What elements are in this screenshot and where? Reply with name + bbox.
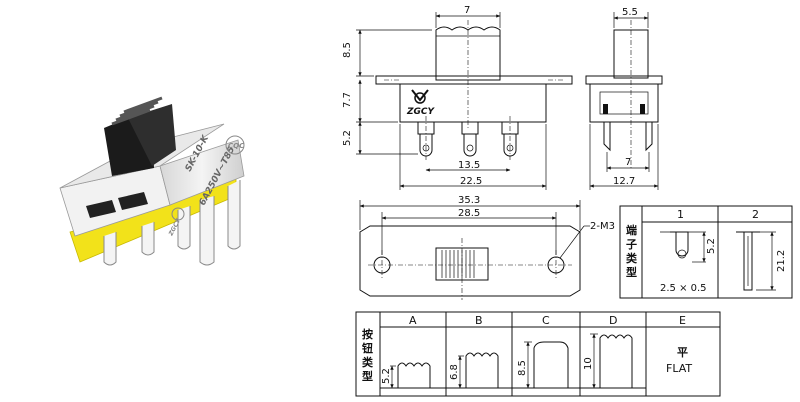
terminal-col1-header: 1 [677,208,684,221]
terminal-type-table [619,205,793,299]
front-view-dimensions: 7 8.5 7.7 5.2 13.5 22.5 [342,5,547,190]
button-title-1: 按 [362,327,373,341]
dim-body-width: 22.5 [460,176,482,187]
dim-knob-width: 7 [464,5,470,16]
top-view-dimensions: 35.3 28.5 2-M3 [359,195,615,259]
top-view-drawing [359,225,581,300]
button-title-2: 钮 [362,341,373,355]
dim-hole-pitch: 28.5 [458,208,480,219]
terminal-col1-dim: 5.2 [706,238,717,254]
terminal-title-2: 子 [626,238,637,251]
side-view-dimensions: 5.5 7 12.7 [589,7,659,190]
button-header-c: C [542,314,550,327]
terminal-title-3: 类 [626,251,638,265]
dim-mount-holes: 2-M3 [590,221,615,232]
dim-pin-length: 5.2 [342,130,353,146]
terminal-col2-dim: 21.2 [776,250,787,272]
drawing-brand-text: ZGCY [406,107,436,117]
button-type-table [355,311,721,397]
button-height-b: 6.8 [449,364,460,380]
dim-overall-length: 35.3 [458,195,480,206]
button-height-c: 8.5 [517,360,528,376]
terminal-col2-header: 2 [752,208,759,221]
side-view-drawing [585,20,663,170]
button-height-a: 5.2 [381,368,392,384]
dim-side-knob-width: 5.5 [622,7,638,18]
brand-logo [411,89,429,104]
button-title-3: 类 [362,355,374,369]
terminal-title-1: 端 [626,223,637,237]
button-flat-en: FLAT [666,362,692,375]
front-view-drawing: ZGCY [375,20,573,160]
dim-knob-height: 8.5 [342,42,353,58]
dim-body-height: 7.7 [342,92,353,108]
button-header-b: B [475,314,483,327]
button-title-4: 型 [362,369,373,383]
terminal-title-4: 型 [626,265,637,279]
terminal-col1-caption: 2.5 × 0.5 [660,283,707,294]
button-flat-cn: 平 [677,346,688,359]
button-header-a: A [409,314,417,327]
dim-side-body-width: 12.7 [613,176,635,187]
dim-side-pin-spacing: 7 [625,157,631,168]
cqc-logo: CQC [225,135,245,155]
button-header-e: E [679,314,686,327]
product-photo: SK-10-K 6A250V~T85 CQC ZGCY [59,96,245,266]
dim-pin-pitch: 13.5 [458,160,480,171]
button-header-d: D [609,314,617,327]
button-height-d: 10 [583,357,594,370]
cqc-logo-text: CQC [228,142,245,150]
